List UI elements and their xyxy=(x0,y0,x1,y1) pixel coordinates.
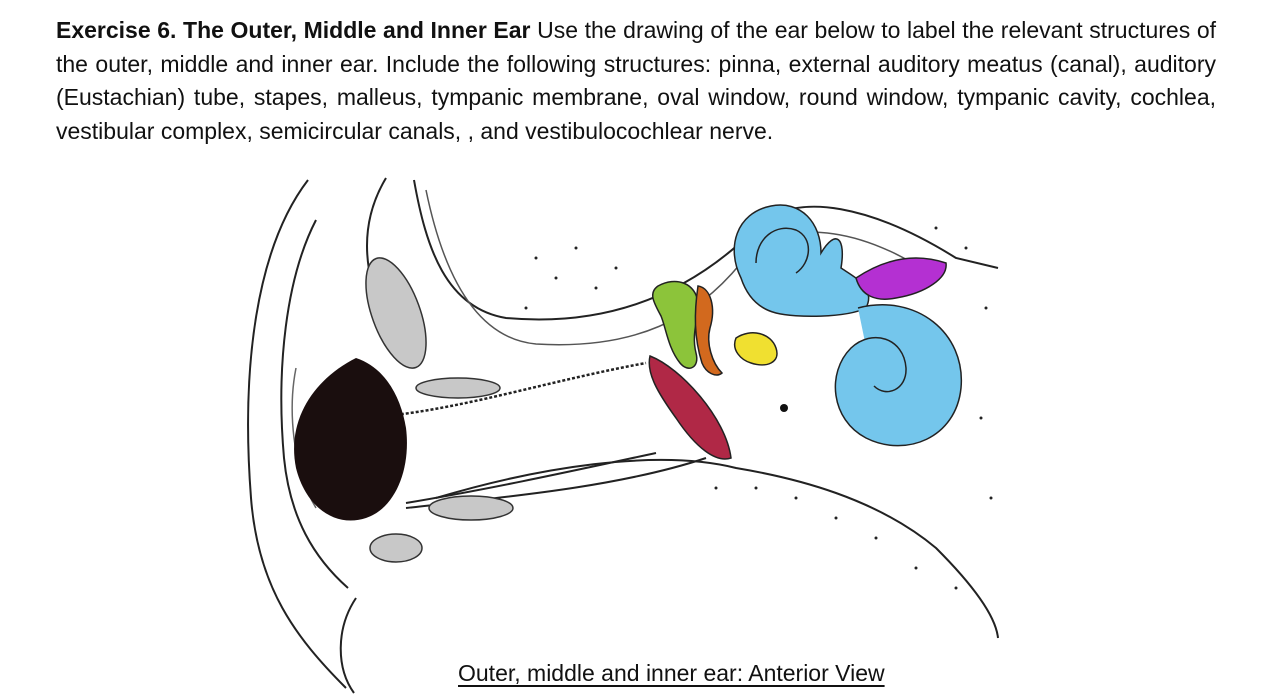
semicircular-canal-loop xyxy=(755,227,810,274)
malleus xyxy=(694,285,724,376)
bone-speckles xyxy=(524,226,993,590)
cochlea xyxy=(834,304,962,447)
cartilage-lower xyxy=(428,495,514,521)
cartilage-upper xyxy=(365,257,427,369)
figure-caption: Outer, middle and inner ear: Anterior Vi… xyxy=(458,660,885,686)
cartilage-middle xyxy=(415,377,501,399)
pinna-outline xyxy=(247,179,347,689)
pinna-inner-fold xyxy=(280,219,349,589)
exercise-instructions: Use the drawing of the ear below to labe… xyxy=(56,17,1217,144)
round-window xyxy=(780,404,788,412)
ear-diagram xyxy=(236,168,1012,696)
temporal-bone-lower xyxy=(435,458,999,639)
lobule-curve xyxy=(339,597,357,694)
incus xyxy=(651,280,699,369)
tympanic-membrane xyxy=(648,354,732,460)
ear-canal-lower xyxy=(405,452,657,504)
vestibulocochlear-nerve xyxy=(855,257,947,300)
earwax-mass xyxy=(294,358,407,521)
instructions-paragraph: Exercise 6. The Outer, Middle and Inner … xyxy=(56,14,1216,148)
stapes xyxy=(734,332,778,366)
semicircular-canals xyxy=(733,204,870,318)
cartilage-lobule xyxy=(369,533,423,563)
exercise-heading: Exercise 6. The Outer, Middle and Inner … xyxy=(56,17,531,43)
